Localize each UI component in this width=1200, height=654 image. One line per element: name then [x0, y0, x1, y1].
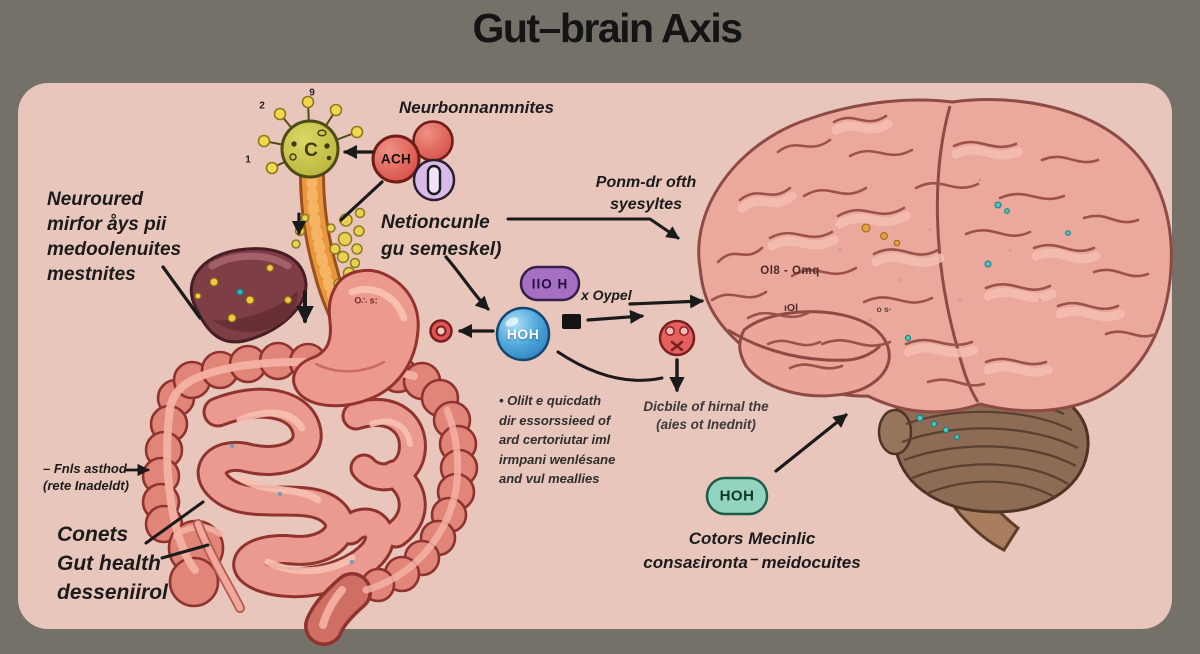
brain-annotation-3: o s· — [876, 304, 892, 314]
label-cotors: Cotors Mecinlic consaɛironta⁻ meidocuite… — [643, 529, 861, 572]
cell-number-9: 9 — [309, 87, 315, 99]
iioh-node-label: IIO H — [531, 276, 569, 292]
label-netioncunle: Netioncunle gu semeskel) — [381, 212, 502, 260]
label-neurotransmitters: Neurbonnanmnites — [399, 98, 554, 117]
brain-annotation-1: Ol8 - Omq — [760, 265, 820, 277]
label-left-note: Neuroured mirfor åys pii medoolenuites m… — [47, 189, 182, 285]
label-bullet-note: • Olilt e quicdath dir essorssieed of ar… — [499, 393, 616, 486]
ach-node-label: ACH — [380, 151, 412, 167]
label-fns: – Fnls asthod (rete Inadeldt) — [43, 461, 129, 493]
hoh-ball-label: HOH — [506, 326, 540, 342]
diagram-panel — [18, 83, 1172, 629]
page-title: Gut–brain Axis — [472, 5, 743, 51]
label-ponm: Ponm-dr ofth syesyltes — [595, 174, 697, 213]
hoh-pill-label: HOH — [719, 487, 755, 505]
label-conets: Conets Gut health desseniirol — [57, 523, 168, 604]
stomach-annotation: O∴ s: — [354, 295, 378, 306]
cell-letter-label: C — [304, 140, 318, 161]
cell-number-2: 2 — [259, 100, 265, 112]
label-dicbile: Dicbile of hirnal the (aies ot Inednit) — [643, 399, 769, 432]
brain-annotation-2: ıOl — [783, 302, 799, 314]
label-x-oypel: x Oypel — [581, 287, 632, 303]
cell-number-1: 1 — [245, 154, 251, 166]
